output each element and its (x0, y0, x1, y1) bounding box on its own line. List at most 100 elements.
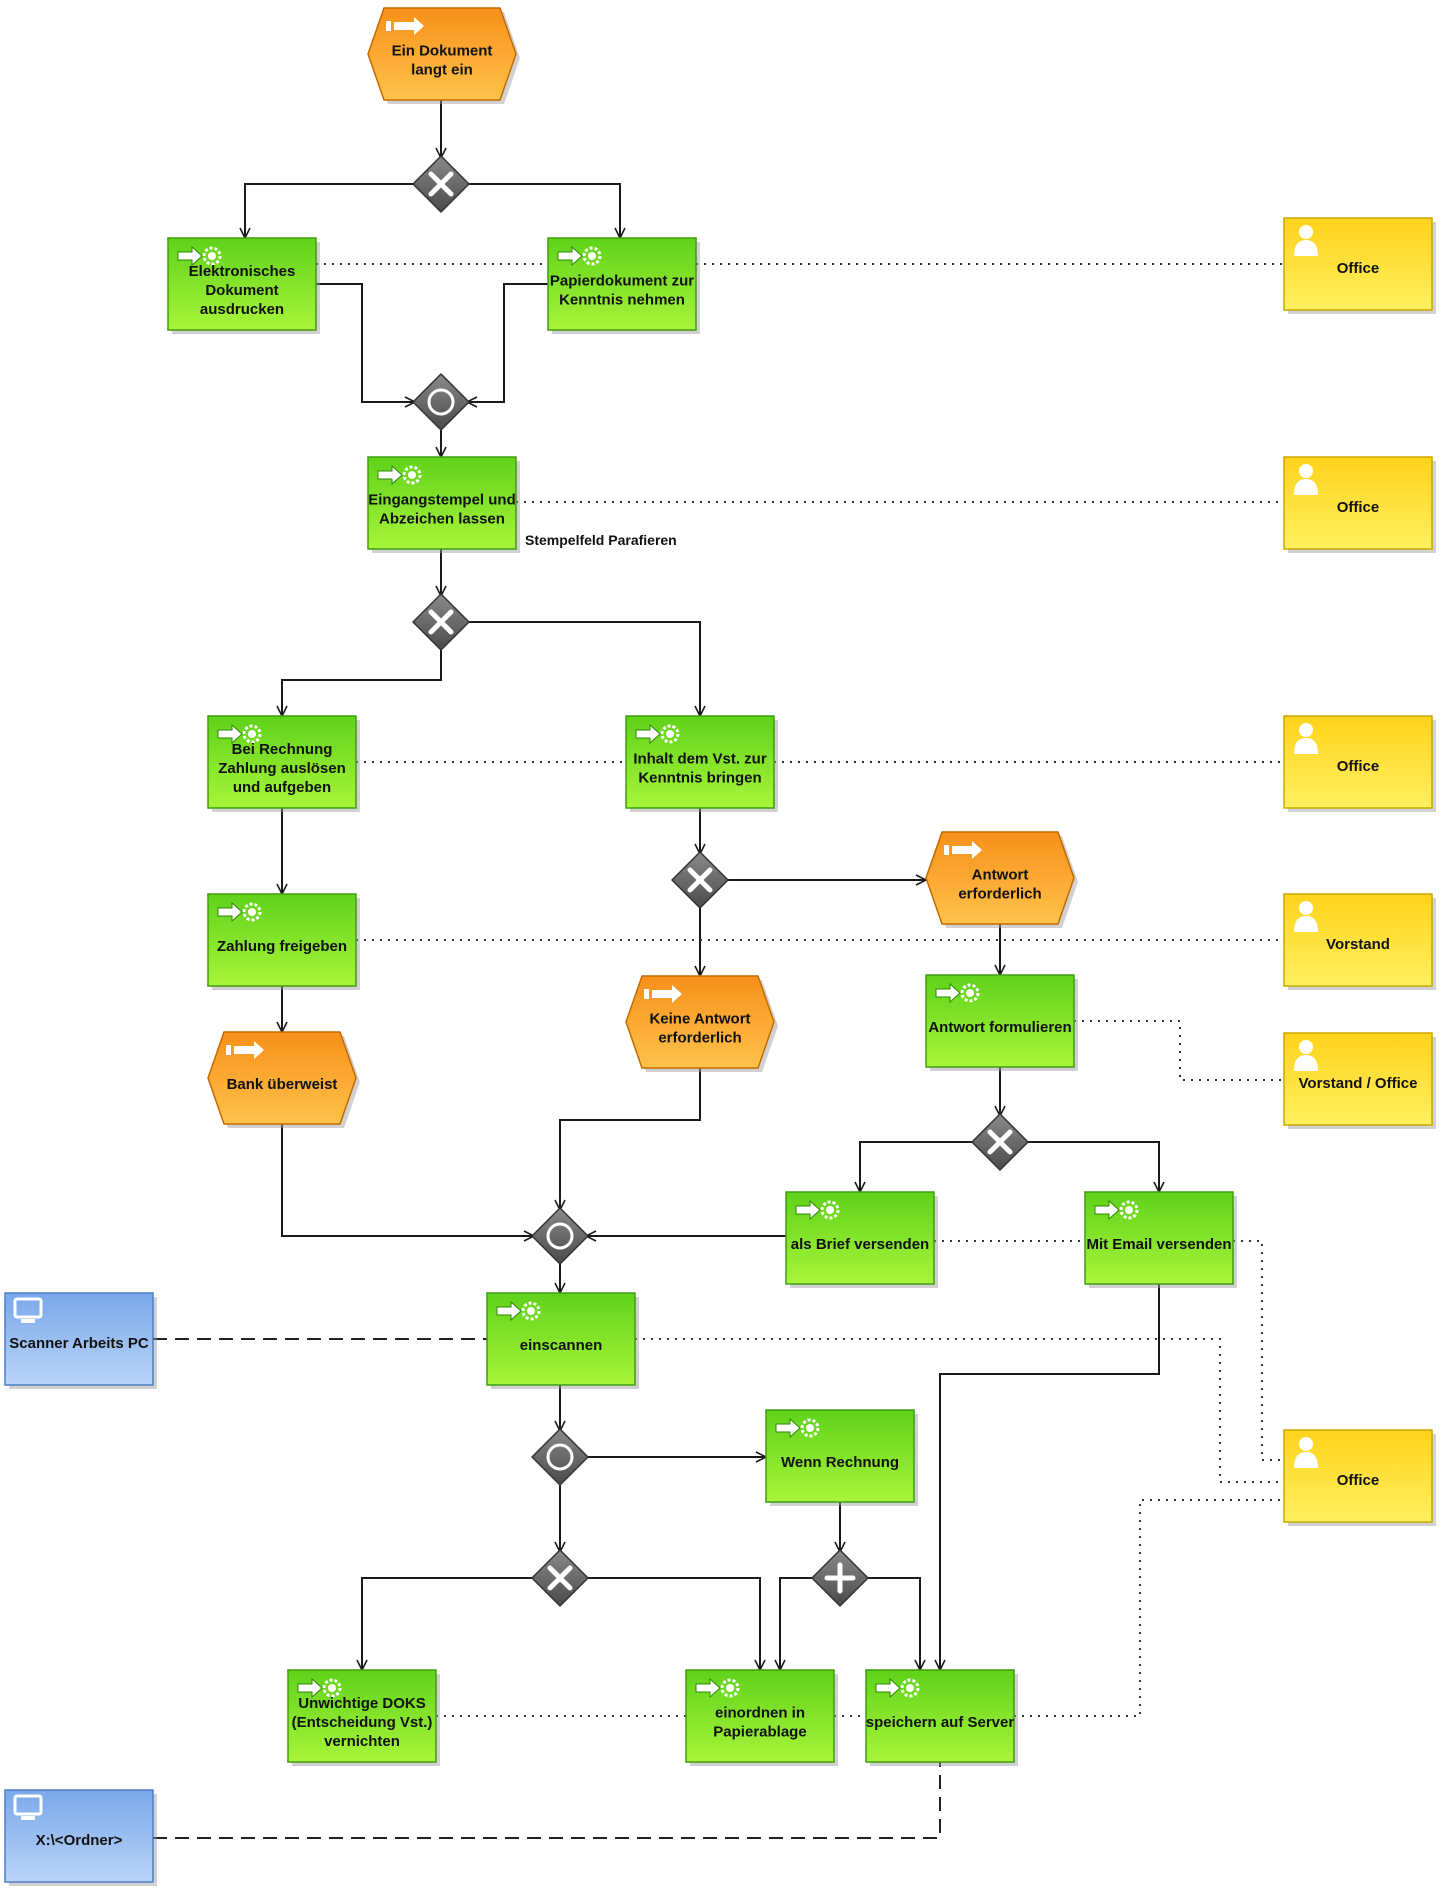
event-icon (226, 1041, 264, 1059)
role-r2: Office (1283, 456, 1436, 553)
event-icon (944, 841, 982, 859)
node-label: Bank überweist (227, 1076, 338, 1093)
node-label: langt ein (411, 62, 473, 79)
flow-arrow (467, 183, 620, 238)
node-label: Kenntnis nehmen (559, 292, 685, 309)
person-icon (1294, 225, 1318, 256)
node-label: und aufgeben (233, 779, 331, 796)
node-label: einordnen in (715, 1705, 805, 1722)
node-label: Vorstand (1326, 936, 1390, 953)
node-label: Office (1337, 260, 1380, 277)
function-icon (935, 982, 980, 1004)
flow-arrow (281, 1124, 534, 1236)
flow-arrow (362, 1577, 534, 1670)
flow-arrow (940, 1284, 1160, 1670)
node-label: Unwichtige DOKS (298, 1695, 426, 1712)
flow-arrow (866, 1577, 920, 1670)
connector-g6: OR (531, 1207, 589, 1265)
node-label: als Brief versenden (791, 1236, 929, 1253)
event-e4: Bank überweist (207, 1031, 360, 1128)
flow-arrow (780, 1577, 814, 1670)
node-label: Office (1337, 499, 1380, 516)
node-label: Antwort (972, 867, 1029, 884)
function-f6: Zahlung freigeben (207, 893, 360, 990)
person-icon (1294, 901, 1318, 932)
connector-g5: XOR (971, 1113, 1029, 1171)
connections (153, 100, 1284, 1839)
event-e3: Keine Antwort erforderlich (625, 975, 778, 1072)
node-label: Keine Antwort (649, 1011, 750, 1028)
role-r3: Office (1283, 715, 1436, 812)
node-label: Office (1337, 758, 1380, 775)
function-icon (875, 1677, 920, 1699)
function-f8: als Brief versenden (785, 1191, 938, 1288)
computer-icon (13, 1794, 43, 1820)
function-icon (377, 464, 422, 486)
assignment-dotted (1014, 1499, 1284, 1717)
node-label: Vorstand / Office (1299, 1075, 1418, 1092)
function-f10: einscannen (486, 1292, 639, 1389)
flow-arrow (316, 283, 415, 402)
function-f13: einordnen in Papierablage (685, 1669, 838, 1766)
event-icon (386, 17, 424, 35)
function-icon (496, 1300, 541, 1322)
assignment-dotted (1233, 1240, 1284, 1461)
flow-arrow (860, 1141, 974, 1192)
node-label: speichern auf Server (866, 1714, 1015, 1731)
role-r4: Vorstand (1283, 893, 1436, 990)
node-label: (Entscheidung Vst.) (292, 1714, 433, 1731)
connector-g4: XOR (671, 851, 729, 909)
node-label: Ein Dokument (392, 43, 493, 60)
function-icon (775, 1417, 820, 1439)
role-r5: Vorstand / Office (1283, 1032, 1436, 1129)
event-icon (644, 985, 682, 1003)
node-label: Wenn Rechnung (781, 1454, 899, 1471)
flow-arrow (586, 1577, 760, 1670)
person-icon (1294, 464, 1318, 495)
flow-arrow (467, 621, 700, 716)
node-label: vernichten (324, 1733, 400, 1750)
computer-icon (13, 1297, 43, 1323)
function-f11: Wenn Rechnung (765, 1409, 918, 1506)
node-label: Mit Email versenden (1086, 1236, 1231, 1253)
person-icon (1294, 1040, 1318, 1071)
node-label: Zahlung freigeben (217, 938, 347, 955)
node-label: Eingangstempel und (368, 492, 516, 509)
node-label: Scanner Arbeits PC (9, 1335, 149, 1352)
function-icon (795, 1199, 840, 1221)
connector-g1: XOR (412, 155, 470, 213)
event-e2: Antwort erforderlich (925, 831, 1078, 928)
function-icon (217, 901, 262, 923)
function-icon (217, 723, 262, 745)
assignment-dotted (1074, 1020, 1284, 1081)
annotation-stempel: Stempelfeld Parafieren (525, 532, 677, 548)
node-label: Papierablage (713, 1724, 806, 1741)
person-icon (1294, 1437, 1318, 1468)
function-icon (557, 245, 602, 267)
node-label: erforderlich (958, 886, 1041, 903)
flow-arrow (467, 283, 548, 402)
function-f7: Antwort formulieren (925, 974, 1078, 1071)
flow-arrow (560, 1068, 701, 1210)
node-label: Dokument (205, 282, 278, 299)
assignment-dotted (635, 1338, 1284, 1483)
connector-g8: XOR (531, 1549, 589, 1607)
connector-g7: OR (531, 1428, 589, 1486)
node-label: Papierdokument zur (550, 273, 694, 290)
person-icon (1294, 723, 1318, 754)
node-label: erforderlich (658, 1030, 741, 1047)
role-r1: Office (1283, 217, 1436, 314)
flow-arrow (245, 183, 415, 238)
node-label: ausdrucken (200, 301, 284, 318)
node-label: Elektronisches (189, 263, 296, 280)
role-r6: Office (1283, 1429, 1436, 1526)
node-label: Bei Rechnung (232, 741, 333, 758)
node-label: Abzeichen lassen (379, 511, 505, 528)
node-label: Inhalt dem Vst. zur (633, 751, 767, 768)
